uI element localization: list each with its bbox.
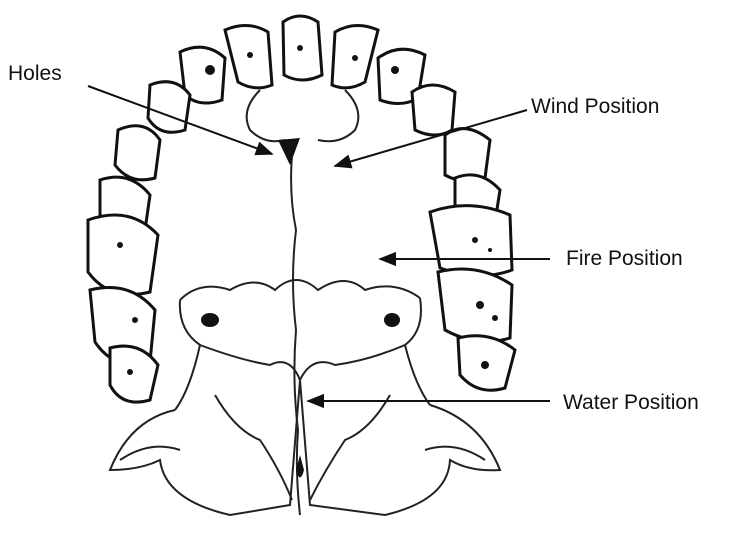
tooth xyxy=(430,206,512,276)
tooth xyxy=(115,126,160,180)
tooth xyxy=(445,129,490,182)
teeth-arch xyxy=(88,16,515,402)
palate-holes xyxy=(201,138,400,478)
label-water-position: Water Position xyxy=(563,392,699,413)
label-wind-position: Wind Position xyxy=(531,96,659,117)
tooth xyxy=(438,269,512,342)
label-fire-position: Fire Position xyxy=(566,248,683,269)
tooth xyxy=(88,215,158,295)
tooth xyxy=(412,85,455,135)
label-holes: Holes xyxy=(8,63,62,84)
tooth xyxy=(148,82,190,133)
